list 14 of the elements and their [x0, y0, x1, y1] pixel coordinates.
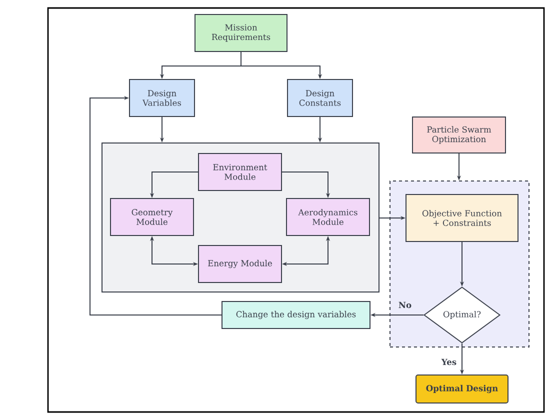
edge-label: No: [398, 302, 412, 308]
process-box: Particle Swarm Optimization: [412, 116, 506, 154]
result-box: Optimal Design: [416, 374, 508, 404]
process-box: Energy Module: [198, 245, 282, 283]
process-box: Design Variables: [129, 79, 195, 117]
process-box: Environment Module: [198, 153, 282, 191]
process-box: Objective Function + Constraints: [406, 194, 518, 242]
process-box: Design Constants: [287, 79, 353, 117]
arrow: [90, 96, 222, 316]
edge-label: Yes: [441, 358, 456, 366]
process-box: Aerodynamics Module: [286, 198, 370, 236]
process-box: Mission Requirements: [194, 14, 288, 52]
process-box: Geometry Module: [110, 198, 194, 236]
process-box: Change the design variables: [222, 301, 370, 329]
